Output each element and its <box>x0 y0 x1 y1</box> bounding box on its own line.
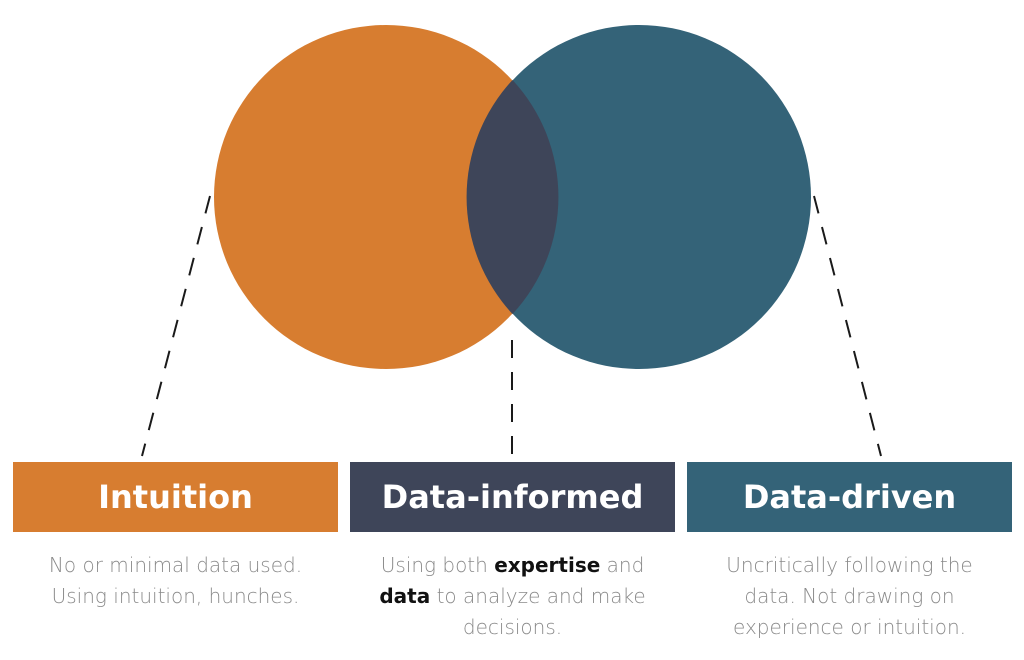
intuition-title: Intuition <box>98 478 253 516</box>
connector-line-data-driven <box>813 195 882 457</box>
data-informed-desc-line-2: data to analyze and make <box>345 581 680 612</box>
desc-bold-data: data <box>379 584 431 608</box>
data-driven-desc-line: data. Not drawing on <box>744 584 955 608</box>
desc-text: Using both <box>380 553 495 577</box>
desc-bold-expertise: expertise <box>494 553 601 577</box>
data-driven-desc-line: experience or intuition. <box>733 615 966 639</box>
intuition-label-box: Intuition <box>13 462 338 532</box>
intuition-desc-line: No or minimal data used. <box>48 553 303 577</box>
data-driven-label-box: Data-driven <box>687 462 1012 532</box>
data-informed-title: Data-informed <box>381 478 644 516</box>
data-informed-label-box: Data-informed <box>350 462 675 532</box>
overlap-lens <box>466 80 559 314</box>
data-informed-desc-line-1: Using both expertise and <box>345 550 680 581</box>
desc-text: to analyze and make <box>430 584 646 608</box>
connector-line-intuition <box>141 195 211 457</box>
data-informed-desc-line-3: decisions. <box>462 615 563 639</box>
data-driven-desc-line: Uncritically following the <box>726 553 973 577</box>
intuition-description: No or minimal data used. Using intuition… <box>13 550 338 612</box>
intuition-desc-line: Using intuition, hunches. <box>51 584 300 608</box>
data-driven-circle <box>467 25 811 369</box>
desc-text: and <box>600 553 645 577</box>
data-driven-description: Uncritically following the data. Not dra… <box>687 550 1012 643</box>
data-driven-title: Data-driven <box>742 478 957 516</box>
intuition-circle <box>214 25 558 369</box>
data-informed-description: Using both expertise and data to analyze… <box>345 550 680 643</box>
venn-diagram <box>141 25 882 457</box>
